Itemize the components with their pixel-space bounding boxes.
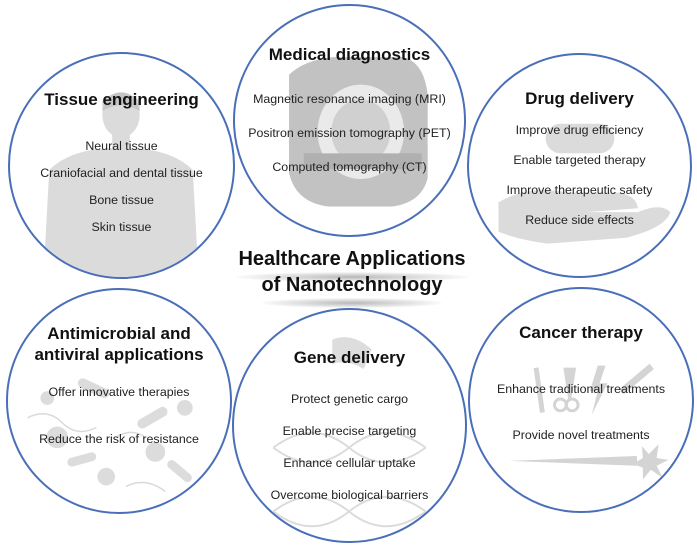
- cancer-item-novel: Provide novel treatments: [512, 428, 650, 442]
- medical-item-mri: Magnetic resonance imaging (MRI): [253, 92, 446, 106]
- central-title-line2: of Nanotechnology: [261, 274, 443, 296]
- gene-item-cargo: Protect genetic cargo: [290, 392, 409, 406]
- surgical-tools-icon: [509, 363, 669, 480]
- central-title-shadow-2: [262, 298, 442, 308]
- antimicrobial-title-line2: antiviral applications: [34, 345, 204, 364]
- medical-item-pet: Positron emission tomography (PET): [248, 126, 451, 140]
- gene-item-targeting: Enable precise targeting: [282, 424, 417, 438]
- antimicrobial-title: Antimicrobial and antiviral applications: [8, 323, 230, 365]
- drug-item-safety: Improve therapeutic safety: [506, 183, 653, 197]
- mri-scanner-icon: [289, 57, 428, 207]
- antimicrobial-circle: Antimicrobial and antiviral applications…: [6, 288, 232, 514]
- medical-diagnostics-circle: Medical diagnostics Magnetic resonance i…: [233, 4, 466, 237]
- cancer-therapy-title: Cancer therapy: [519, 323, 643, 342]
- central-title-shadow: [236, 272, 468, 282]
- drug-item-side-effects: Reduce side effects: [525, 213, 634, 227]
- medical-diagnostics-title: Medical diagnostics: [268, 45, 431, 64]
- cancer-therapy-circle: Cancer therapy Enhance traditional treat…: [468, 287, 694, 513]
- tissue-item-skin: Skin tissue: [91, 220, 152, 234]
- antimicrobial-item-therapies: Offer innovative therapies: [48, 385, 190, 399]
- drug-delivery-title: Drug delivery: [525, 89, 634, 108]
- cancer-item-traditional: Enhance traditional treatments: [496, 382, 666, 396]
- human-torso-icon: [43, 92, 199, 277]
- central-title: Healthcare Applications of Nanotechnolog…: [200, 246, 504, 298]
- antimicrobial-item-resistance: Reduce the risk of resistance: [39, 432, 199, 446]
- drug-item-efficiency: Improve drug efficiency: [515, 123, 644, 137]
- gene-delivery-title: Gene delivery: [293, 348, 406, 367]
- tissue-engineering-title: Tissue engineering: [44, 90, 199, 109]
- dna-helix-icon: [272, 337, 427, 528]
- gene-item-uptake: Enhance cellular uptake: [283, 456, 416, 470]
- hand-holding-pill-icon: [498, 123, 671, 244]
- tissue-engineering-circle: Tissue engineering Neural tissue Craniof…: [8, 52, 235, 279]
- gene-item-barriers: Overcome biological barriers: [270, 488, 429, 502]
- gene-delivery-circle: Gene delivery Protect genetic cargo Enab…: [232, 308, 467, 543]
- drug-item-targeted: Enable targeted therapy: [513, 153, 646, 167]
- tissue-item-neural: Neural tissue: [85, 139, 158, 153]
- bacteria-virus-icon: [27, 378, 193, 492]
- antimicrobial-title-line1: Antimicrobial and: [47, 324, 191, 343]
- tissue-item-craniofacial: Craniofacial and dental tissue: [40, 166, 203, 180]
- drug-delivery-circle: Drug delivery Improve drug efficiency En…: [467, 53, 692, 278]
- central-title-line1: Healthcare Applications: [238, 248, 466, 270]
- tissue-item-bone: Bone tissue: [89, 193, 154, 207]
- medical-item-ct: Computed tomography (CT): [272, 160, 427, 174]
